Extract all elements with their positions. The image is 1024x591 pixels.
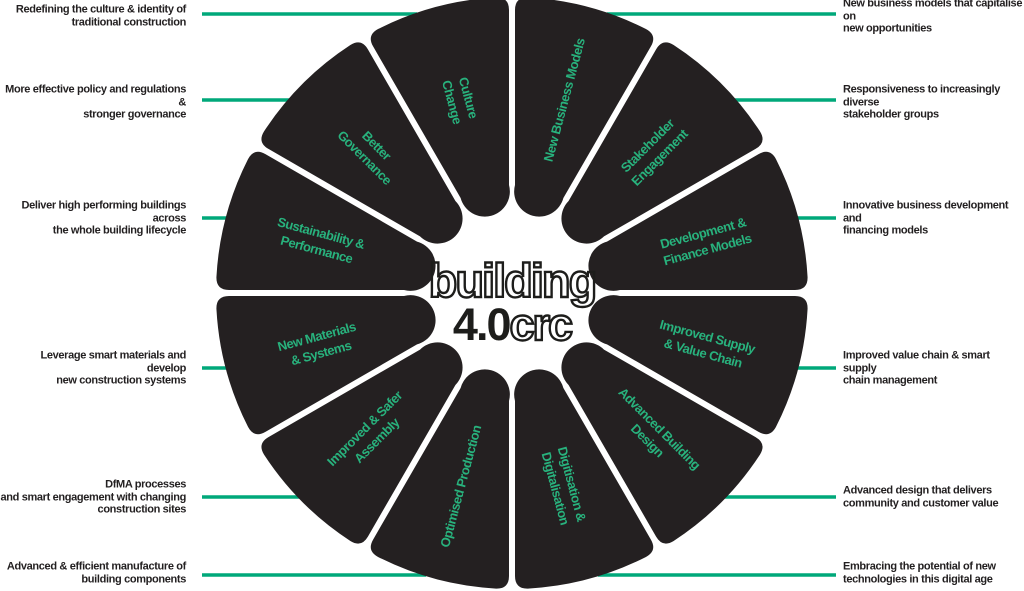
annotation-culture-change: Redefining the culture & identity of tra… bbox=[15, 3, 186, 29]
annotation-stakeholder-engagement: Responsiveness to increasingly diverse s… bbox=[843, 83, 1001, 121]
annotation-new-business-models: New business models that capitalise on n… bbox=[843, 0, 1023, 35]
annotation-better-governance: More effective policy and regulations & … bbox=[5, 83, 186, 121]
segment-sustainability-performance[interactable] bbox=[216, 151, 436, 291]
segment-advanced-building-design[interactable] bbox=[561, 342, 763, 544]
logo-number-4-0: 4.0 bbox=[453, 299, 511, 350]
segment-label-digitisation-digitalisation: Digitisation &Digitalisation bbox=[538, 445, 589, 528]
logo-word-building: building bbox=[429, 254, 596, 307]
annotation-digitisation-digitalisation: Embracing the potential of new technolog… bbox=[843, 560, 996, 586]
segment-digitisation-digitalisation[interactable] bbox=[514, 369, 654, 589]
segment-improved-supply-value-chain[interactable] bbox=[588, 295, 808, 435]
logo-word-crc: crc bbox=[509, 299, 572, 350]
building-4-0-crc-logo: building 4.0crc bbox=[427, 253, 598, 351]
segment-improved-safer-assembly[interactable] bbox=[261, 342, 463, 544]
annotation-improved-supply-value-chain: Improved value chain & smart supply chai… bbox=[843, 349, 990, 387]
annotation-optimised-production: Advanced & efficient manufacture of buil… bbox=[6, 560, 186, 586]
annotation-advanced-building-design: Advanced design that delivers community … bbox=[843, 484, 999, 510]
segment-culture-change[interactable] bbox=[370, 0, 510, 217]
segment-optimised-production[interactable] bbox=[370, 369, 510, 589]
segment-development-finance-models[interactable] bbox=[588, 151, 808, 291]
annotation-improved-safer-assembly: DfMA processes and smart engagement with… bbox=[0, 478, 186, 516]
segment-better-governance[interactable] bbox=[261, 42, 463, 244]
segment-stakeholder-engagement[interactable] bbox=[561, 42, 763, 244]
annotation-new-materials-systems: Leverage smart materials and develop new… bbox=[40, 349, 186, 387]
annotation-development-finance-models: Innovative business development and fina… bbox=[843, 199, 1009, 237]
annotation-sustainability-performance: Deliver high performing buildings across… bbox=[21, 199, 187, 237]
segment-new-business-models[interactable] bbox=[514, 0, 654, 217]
connector-lines bbox=[202, 12, 836, 577]
segment-new-materials-systems[interactable] bbox=[216, 295, 436, 435]
logo-line-2: 4.0crc bbox=[453, 299, 572, 350]
